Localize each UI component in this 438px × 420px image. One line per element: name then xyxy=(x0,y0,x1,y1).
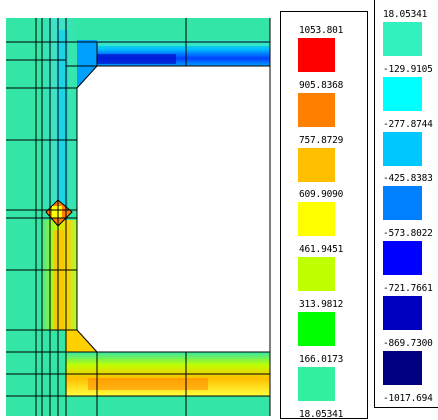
web-lower-stripe xyxy=(54,230,64,330)
legend_positive-swatch xyxy=(298,92,335,127)
legend_positive-swatch xyxy=(298,366,335,401)
legend_negative-swatch xyxy=(383,296,422,330)
legend_negative-swatch xyxy=(383,131,422,166)
legend_negative-swatch xyxy=(383,76,422,111)
legend_negative-label: -425.8383 xyxy=(383,173,433,185)
legend_negative-swatch xyxy=(383,186,422,221)
top-flange-edge xyxy=(66,40,270,46)
legend_positive-label: 461.9451 xyxy=(299,244,344,256)
bottom-flange-hotspot xyxy=(88,378,208,390)
legend_negative-label: -573.8022 xyxy=(383,228,433,240)
legend_positive-swatch xyxy=(298,38,335,72)
legend_negative-label: -1017.694 xyxy=(383,392,433,404)
legend_negative-label: -869.7300 xyxy=(383,337,433,349)
legend_positive-swatch xyxy=(298,312,335,346)
legend_positive-swatch xyxy=(298,147,335,182)
top-flange-hotspot xyxy=(86,54,176,64)
legend_negative-label: -277.8744 xyxy=(383,118,433,130)
legend_positive-label: 757.8729 xyxy=(299,134,344,146)
legend_positive-label: 313.9812 xyxy=(299,299,344,310)
section-interior xyxy=(77,66,275,352)
legend_negative-swatch xyxy=(383,241,422,276)
legend_negative-label: 18.05341 xyxy=(383,9,428,20)
legend_positive-label: 1053.801 xyxy=(299,25,344,36)
legend_negative-label: -721.7661 xyxy=(383,283,433,294)
legend_positive-label: 609.9090 xyxy=(299,189,344,201)
legend_positive-swatch xyxy=(298,202,335,237)
legend_positive-label: 166.0173 xyxy=(299,353,344,365)
legend_positive-swatch xyxy=(298,257,335,292)
contour-plot xyxy=(6,18,275,416)
mesh-lines xyxy=(6,18,271,416)
legend_negative-swatch xyxy=(383,22,422,56)
joint-hot xyxy=(52,206,62,218)
web-stripe-blue xyxy=(58,30,68,210)
legend_negative-label: -129.9105 xyxy=(383,63,433,75)
legend_negative-swatch xyxy=(383,350,422,385)
legend_positive-label: 18.05341 xyxy=(299,408,344,420)
legend_positive-label: 905.8368 xyxy=(299,79,344,91)
